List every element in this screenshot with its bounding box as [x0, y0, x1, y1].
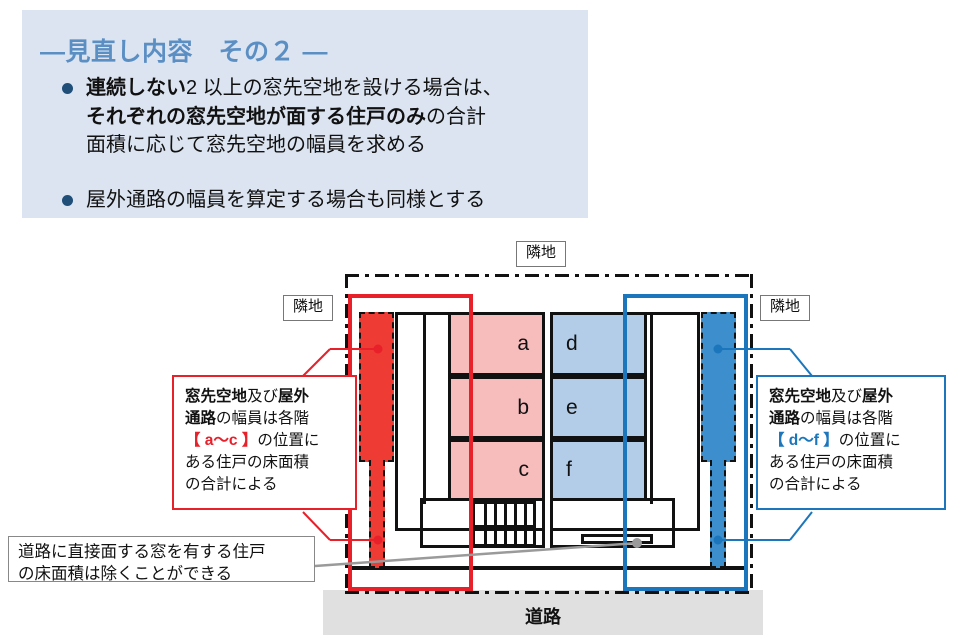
window-front-open-space-right — [701, 312, 736, 462]
dwelling-unit-a: a — [448, 312, 545, 376]
highlight-rect-blue — [623, 294, 748, 591]
right-corridor-divider — [650, 315, 653, 504]
dwelling-unit-c: c — [448, 439, 545, 501]
bullet-dot-icon — [62, 195, 73, 206]
stair-tread — [494, 504, 497, 544]
left-corridor-divider — [423, 315, 426, 504]
dwelling-unit-d: d — [550, 312, 647, 376]
stair-tread — [504, 504, 507, 544]
road-frontage-line — [352, 566, 746, 570]
dwelling-unit-f-label: f — [566, 458, 572, 481]
label-adjacent-land-right: 隣地 — [760, 295, 811, 321]
dwelling-unit-e-label: e — [566, 395, 578, 419]
bullet-item-2: 屋外通路の幅員を算定する場合も同様とする — [62, 186, 485, 215]
header-panel: ―見直し内容 その２ ― 連続しない2 以上の窓先空地を設ける場合は、それぞれの… — [22, 10, 588, 218]
bullet-item-1-text: 連続しない2 以上の窓先空地を設ける場合は、それぞれの窓先空地が面する住戸のみの… — [86, 77, 503, 157]
road-label: 道路 — [525, 607, 561, 627]
dwelling-unit-a-label: a — [517, 332, 529, 355]
dwelling-unit-b: b — [448, 376, 545, 439]
site-boundary-line — [345, 274, 753, 594]
page-title: ―見直し内容 その２ ― — [40, 38, 328, 66]
dwelling-unit-f: f — [550, 439, 647, 501]
stair-tread — [484, 504, 487, 544]
dwelling-unit-b-label: b — [517, 395, 529, 419]
staircase-symbol — [472, 501, 536, 547]
bullet-dot-icon — [62, 83, 73, 94]
road-band — [323, 590, 763, 635]
dwelling-unit-d-label: d — [566, 332, 578, 355]
callout-bottom: 道路に直接面する窓を有する住戸の床面積は除くことができる — [8, 536, 315, 583]
stair-tread — [514, 504, 517, 544]
stair-tread — [524, 504, 527, 544]
bullet-item-1: 連続しない2 以上の窓先空地を設ける場合は、それぞれの窓先空地が面する住戸のみの… — [62, 74, 503, 160]
callout-right: 窓先空地及び屋外通路の幅員は各階【 d～f 】の位置にある住戸の床面積の合計によ… — [756, 375, 946, 510]
window-front-open-space-left — [359, 312, 394, 462]
building-plan-diagram: 道路 隣地 隣地 隣地 a b c d e — [0, 224, 953, 637]
callout-left: 窓先空地及び屋外通路の幅員は各階【 a～c 】の位置にある住戸の床面積の合計によ… — [172, 375, 357, 510]
highlight-rect-red — [348, 294, 473, 591]
dwelling-unit-e: e — [550, 376, 647, 439]
label-adjacent-land-left: 隣地 — [283, 295, 334, 321]
bullet-item-2-text: 屋外通路の幅員を算定する場合も同様とする — [86, 189, 486, 211]
dwelling-unit-c-label: c — [518, 458, 530, 481]
label-adjacent-land-top: 隣地 — [516, 241, 567, 267]
